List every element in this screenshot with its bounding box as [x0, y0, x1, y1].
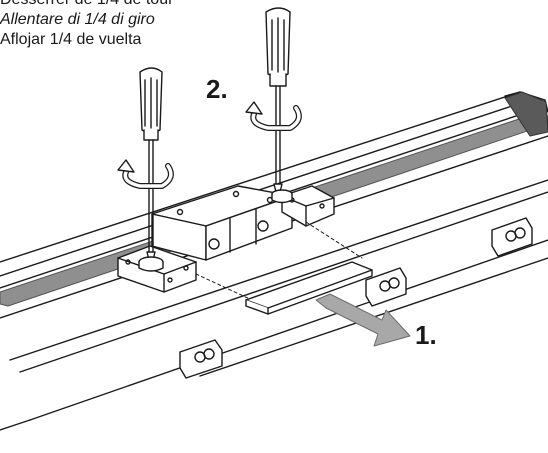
- rotation-arrow-icon: [245, 101, 302, 131]
- instruction-text-fr: Desserrer de 1/4 de tour: [0, 0, 173, 10]
- mounting-bracket-icon: [179, 339, 223, 379]
- instruction-text-es: Aflojar 1/4 de vuelta: [0, 31, 142, 48]
- rotation-arrow-icon: [117, 159, 174, 189]
- step-1-label: 1.: [415, 320, 437, 350]
- step-2-label: 2.: [206, 74, 228, 104]
- sealing-lip: [504, 91, 548, 137]
- adjusting-screw-right: [271, 189, 293, 204]
- pull-arrow-icon: [315, 293, 411, 347]
- scanning-head: [151, 185, 293, 261]
- mounting-bracket-icon: [491, 217, 533, 257]
- adjusting-screw-left: [138, 256, 164, 272]
- screwdriver-icon: [139, 67, 163, 261]
- alignment-guides: [195, 221, 363, 301]
- mounting-bracket-icon: [365, 267, 407, 307]
- instruction-text-it: Allentare di 1/4 di giro: [0, 11, 155, 28]
- scale-profile: [0, 91, 548, 431]
- screwdriver-icon: [265, 7, 291, 193]
- spacer-shim-icon: [245, 261, 373, 315]
